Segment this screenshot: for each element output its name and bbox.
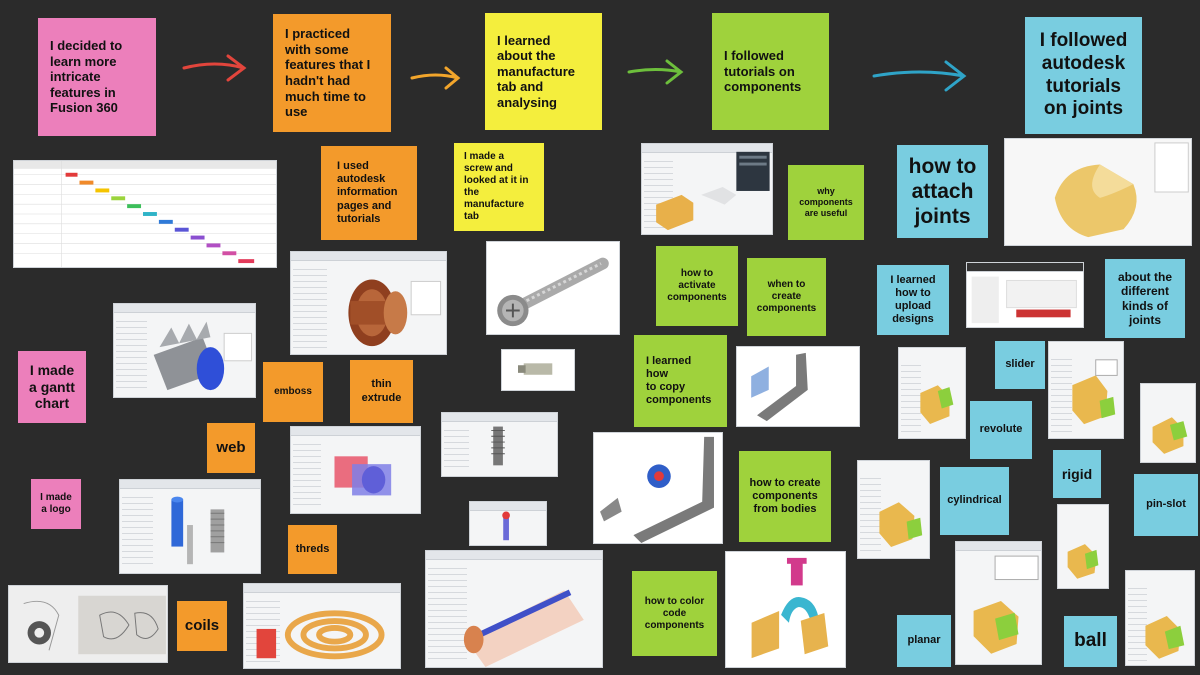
note-logo: I made a logo (31, 479, 81, 529)
pipe-screenshot (425, 550, 603, 668)
note-used-autodesk: I used autodesk information pages and tu… (321, 146, 417, 240)
screw-manufacture-small (501, 349, 575, 391)
note-slider-text: slider (1005, 358, 1035, 371)
bracket-copy-screenshot (593, 432, 723, 544)
screw-image (486, 241, 620, 335)
cylinders-screenshot (119, 479, 261, 574)
note-practiced: I practiced with some features that I ha… (273, 14, 391, 132)
note-kinds-joints-text: about the different kinds of joints (1118, 269, 1172, 327)
note-rigid-text: rigid (1061, 465, 1093, 482)
joint-thumb-6 (955, 541, 1042, 665)
note-cylindrical: cylindrical (940, 467, 1009, 535)
note-emboss-text: emboss (274, 386, 312, 397)
joint-thumb-5 (1057, 504, 1109, 589)
note-decided: I decided to learn more intricate featur… (38, 18, 156, 136)
note-coils-text: coils (184, 617, 220, 634)
note-used-autodesk-text: I used autodesk information pages and tu… (337, 160, 398, 225)
note-practiced-text: I practiced with some features that I ha… (285, 26, 371, 120)
upload-screenshot (966, 262, 1084, 328)
note-cylindrical-text: cylindrical (947, 494, 1002, 507)
bracket-screenshot (736, 346, 860, 427)
note-revolute: revolute (970, 401, 1032, 459)
note-gantt-text: I made a gantt chart (29, 361, 75, 412)
note-threds: threds (288, 525, 337, 574)
note-when-create-text: when to create components (756, 279, 817, 314)
joint-thumb-3 (1140, 383, 1196, 463)
note-how-activate: how to activate components (656, 246, 738, 326)
joint-thumb-1 (898, 347, 966, 439)
note-learned-upload-text: I learned how to upload designs (890, 273, 936, 326)
components-screenshot (641, 143, 773, 235)
note-why-components-text: why components are useful (799, 186, 853, 218)
arrow-right-icon (182, 54, 247, 82)
note-kinds-joints: about the different kinds of joints (1105, 259, 1185, 338)
note-how-activate-text: how to activate components (667, 268, 727, 303)
note-logo-text: I made a logo (40, 492, 72, 515)
note-ball-text: ball (1074, 630, 1107, 652)
note-copy-components: I learned how to copy components (634, 335, 727, 427)
note-when-create: when to create components (747, 258, 826, 336)
logo-sketch-image (8, 585, 168, 663)
gantt-chart-image (13, 160, 277, 268)
color-code-screenshot (725, 551, 846, 668)
note-web: web (207, 423, 255, 473)
arrow-right-icon (410, 66, 461, 90)
note-color-code: how to color code components (632, 571, 717, 656)
note-manufacture-text: I learned about the manufacture tab and … (497, 32, 576, 110)
note-planar: planar (897, 615, 951, 667)
thread-small-screenshot (469, 501, 547, 546)
note-components-tutorials: I followed tutorials on components (712, 13, 829, 130)
note-emboss: emboss (263, 362, 323, 422)
note-create-bodies: how to create components from bodies (739, 451, 831, 542)
note-rigid: rigid (1053, 450, 1101, 498)
note-coils: coils (177, 601, 227, 651)
note-pin-slot: pin-slot (1134, 474, 1198, 536)
joint-thumb-4 (857, 460, 930, 559)
note-decided-text: I decided to learn more intricate featur… (50, 38, 123, 116)
arrow-right-icon (872, 60, 967, 92)
joint-thumb-2 (1048, 341, 1124, 439)
note-slider: slider (995, 341, 1045, 389)
note-why-components: why components are useful (788, 165, 864, 240)
coils-screenshot (243, 583, 401, 669)
joint-thumb-7 (1125, 570, 1195, 666)
gears-screenshot (113, 303, 256, 398)
note-create-bodies-text: how to create components from bodies (749, 476, 821, 516)
note-ball: ball (1064, 616, 1117, 667)
note-learned-upload: I learned how to upload designs (877, 265, 949, 335)
screw-threads-screenshot (441, 412, 558, 477)
joint-tutorial-screenshot (1004, 138, 1192, 246)
arrow-right-icon (627, 59, 684, 85)
note-thin-extrude: thin extrude (350, 360, 413, 423)
note-threds-text: threds (295, 542, 330, 555)
note-made-screw-text: I made a screw and looked at it in the m… (464, 151, 529, 222)
note-color-code-text: how to color code components (644, 595, 705, 631)
note-joints-tutorials: I followed autodesk tutorials on joints (1025, 17, 1142, 134)
note-thin-extrude-text: thin extrude (361, 378, 402, 404)
note-web-text: web (216, 439, 246, 456)
knob-screenshot (290, 251, 447, 355)
note-pin-slot-text: pin-slot (1146, 498, 1186, 511)
note-copy-components-text: I learned how to copy components (646, 354, 712, 407)
note-components-tutorials-text: I followed tutorials on components (724, 48, 802, 95)
thin-extrude-screenshot (290, 426, 421, 514)
note-gantt: I made a gantt chart (18, 351, 86, 423)
note-revolute-text: revolute (979, 423, 1023, 436)
note-how-attach: how to attach joints (897, 145, 988, 238)
note-made-screw: I made a screw and looked at it in the m… (454, 143, 544, 231)
note-joints-tutorials-text: I followed autodesk tutorials on joints (1039, 29, 1128, 120)
note-manufacture: I learned about the manufacture tab and … (485, 13, 602, 130)
note-how-attach-text: how to attach joints (908, 154, 977, 229)
note-planar-text: planar (907, 634, 941, 647)
